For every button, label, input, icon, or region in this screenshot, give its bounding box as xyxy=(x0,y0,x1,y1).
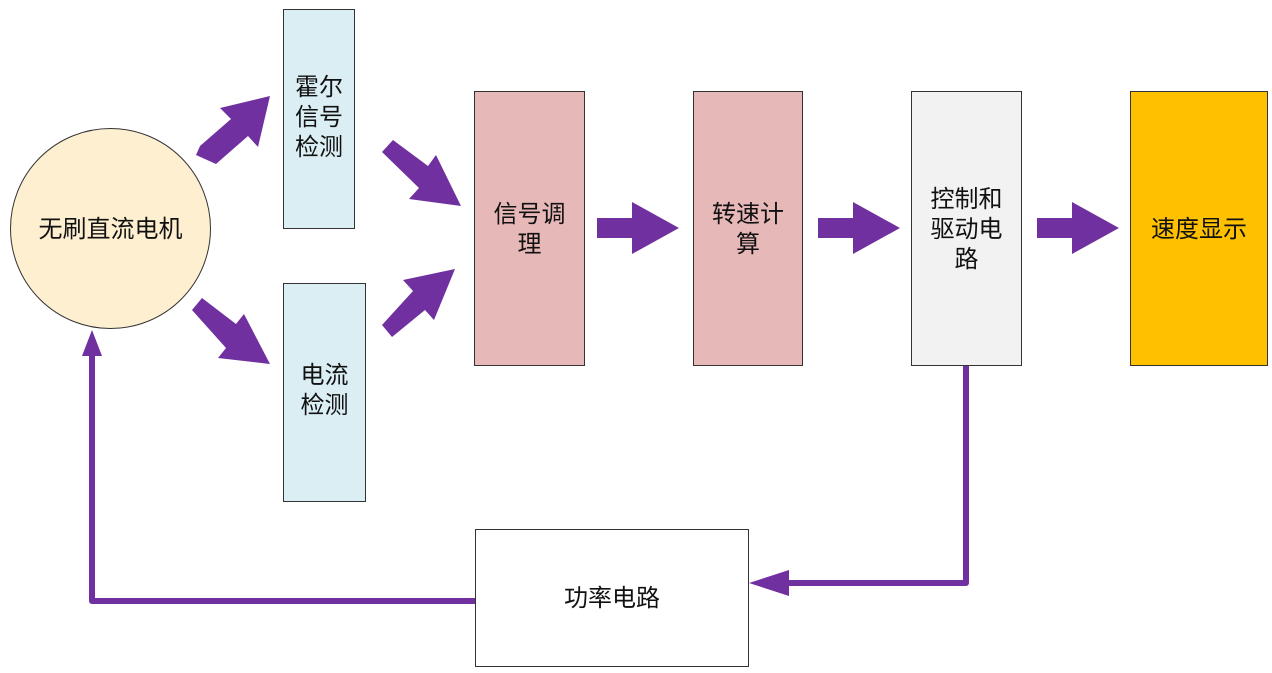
node-speed-display-label: 速度显示 xyxy=(1151,214,1247,243)
arrow-power-to-motor xyxy=(82,330,479,604)
arrow-motor-to-hall xyxy=(196,96,270,164)
node-power-label: 功率电路 xyxy=(564,584,660,612)
node-current-label-line-1: 电流 xyxy=(300,361,349,389)
node-speed-calc-label-line-2: 算 xyxy=(736,229,760,258)
node-control-label-line-1: 控制和 xyxy=(930,184,1003,213)
arrow-conditioning-to-speed-calc xyxy=(597,202,679,254)
arrow-control-to-display xyxy=(1037,202,1119,254)
node-conditioning-label-line-2: 理 xyxy=(517,229,542,258)
node-hall-detection: 霍尔 信号 检测 xyxy=(283,9,355,229)
node-speed-display: 速度显示 xyxy=(1130,91,1268,366)
arrow-speed-calc-to-control xyxy=(818,202,900,254)
node-current-detection: 电流 检测 xyxy=(283,283,366,502)
node-control-label-line-3: 路 xyxy=(954,244,979,273)
node-signal-conditioning: 信号调 理 xyxy=(474,91,585,366)
node-conditioning-label-line-1: 信号调 xyxy=(493,199,566,228)
node-bldc-motor-label: 无刷直流电机 xyxy=(38,214,183,243)
arrow-hall-to-conditioning xyxy=(382,140,461,206)
arrow-control-to-power xyxy=(749,361,969,596)
node-control-drive-circuit: 控制和 驱动电 路 xyxy=(911,91,1022,366)
node-speed-calculation: 转速计 算 xyxy=(693,91,803,366)
node-hall-label-line-2: 信号 xyxy=(295,103,343,131)
node-control-label-line-2: 驱动电 xyxy=(930,214,1003,243)
node-hall-label-line-1: 霍尔 xyxy=(295,73,343,101)
node-current-label-line-2: 检测 xyxy=(300,391,349,419)
arrow-current-to-conditioning xyxy=(382,269,455,337)
node-bldc-motor: 无刷直流电机 xyxy=(10,128,211,329)
arrow-motor-to-current xyxy=(192,298,270,364)
node-hall-label-line-3: 检测 xyxy=(295,133,343,161)
node-power-circuit: 功率电路 xyxy=(475,529,749,667)
node-speed-calc-label-line-1: 转速计 xyxy=(712,199,784,228)
